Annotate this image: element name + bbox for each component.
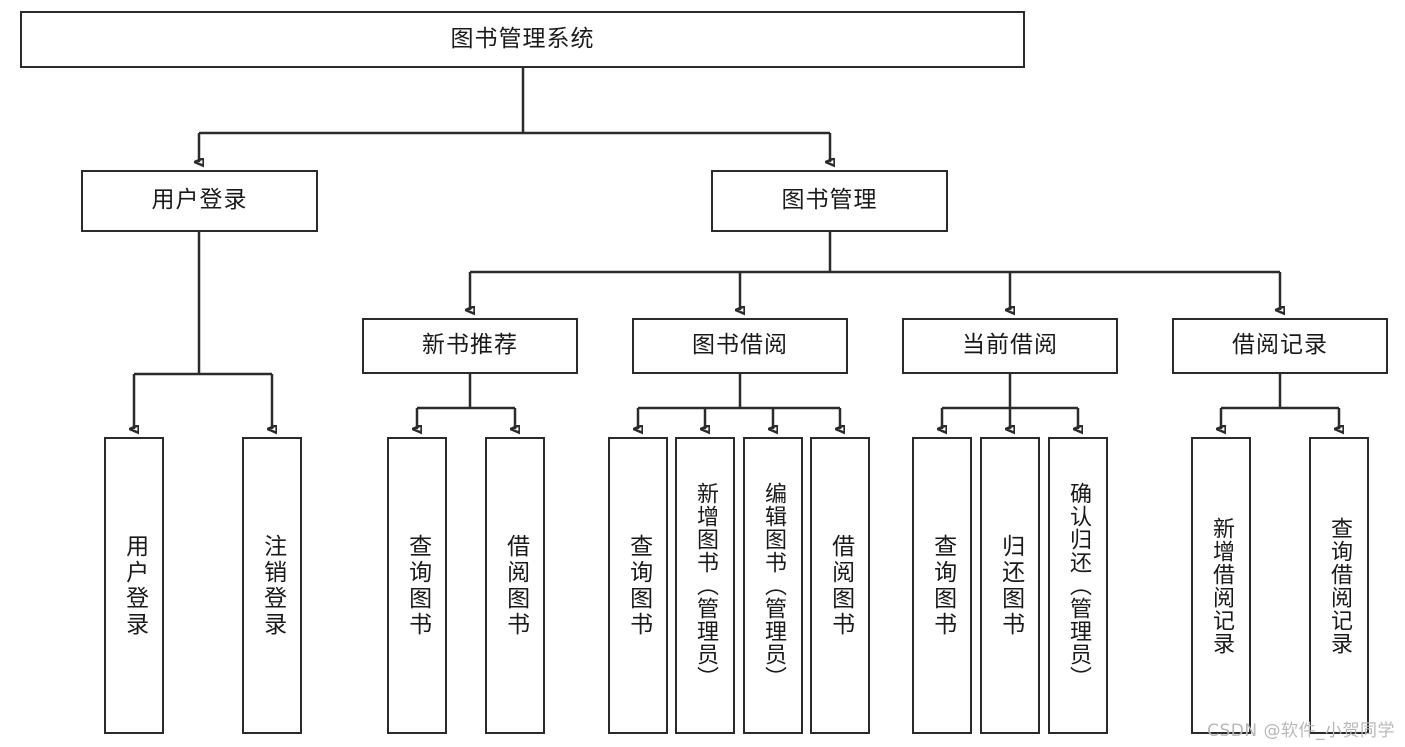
node-leaf-edit-book[interactable]: 编辑图书（管理员） [743,437,803,734]
node-leaf-logout-login-label: 注销登录 [259,533,286,638]
node-leaf-add-book-label: 新增图书（管理员） [692,482,718,689]
node-leaf-edit-book-label: 编辑图书（管理员） [760,482,786,689]
node-leaf-user-login[interactable]: 用户登录 [104,437,164,734]
node-leaf-borrow-book-2-label: 借阅图书 [827,533,854,638]
node-user-login[interactable]: 用户登录 [81,170,318,232]
node-book-management[interactable]: 图书管理 [711,170,948,232]
node-book-borrow[interactable]: 图书借阅 [632,318,848,374]
node-leaf-borrow-book-2[interactable]: 借阅图书 [810,437,870,734]
node-book-management-label: 图书管理 [781,187,878,214]
node-current-borrow-label: 当前借阅 [962,332,1058,359]
node-leaf-add-record-label: 新增借阅记录 [1208,516,1234,655]
node-book-borrow-label: 图书借阅 [692,332,788,359]
node-leaf-query-record-label: 查询借阅记录 [1326,516,1352,655]
node-new-book-recommend[interactable]: 新书推荐 [362,318,578,374]
node-leaf-query-book-2-label: 查询图书 [625,533,652,638]
node-leaf-query-book-1-label: 查询图书 [404,533,431,638]
node-current-borrow[interactable]: 当前借阅 [902,318,1118,374]
node-leaf-return-book[interactable]: 归还图书 [980,437,1040,734]
node-leaf-borrow-book-1[interactable]: 借阅图书 [485,437,545,734]
node-leaf-confirm-return-label: 确认归还（管理员） [1065,482,1091,689]
node-leaf-query-book-3[interactable]: 查询图书 [912,437,972,734]
node-leaf-query-book-3-label: 查询图书 [929,533,956,638]
node-leaf-add-book[interactable]: 新增图书（管理员） [675,437,735,734]
watermark: CSDN @软件_小贺同学 [1207,721,1395,741]
node-leaf-query-book-2[interactable]: 查询图书 [608,437,668,734]
node-leaf-user-login-label: 用户登录 [121,533,148,638]
node-leaf-borrow-book-1-label: 借阅图书 [502,533,529,638]
node-leaf-return-book-label: 归还图书 [997,533,1024,638]
node-root[interactable]: 图书管理系统 [20,11,1025,68]
node-leaf-query-book-1[interactable]: 查询图书 [387,437,447,734]
node-leaf-add-record[interactable]: 新增借阅记录 [1191,437,1251,734]
node-new-book-recommend-label: 新书推荐 [422,332,518,359]
node-borrow-record[interactable]: 借阅记录 [1172,318,1388,374]
node-borrow-record-label: 借阅记录 [1232,332,1328,359]
node-leaf-confirm-return[interactable]: 确认归还（管理员） [1048,437,1108,734]
node-leaf-logout-login[interactable]: 注销登录 [242,437,302,734]
node-leaf-query-record[interactable]: 查询借阅记录 [1309,437,1369,734]
node-user-login-label: 用户登录 [151,187,248,214]
node-root-label: 图书管理系统 [450,25,595,52]
